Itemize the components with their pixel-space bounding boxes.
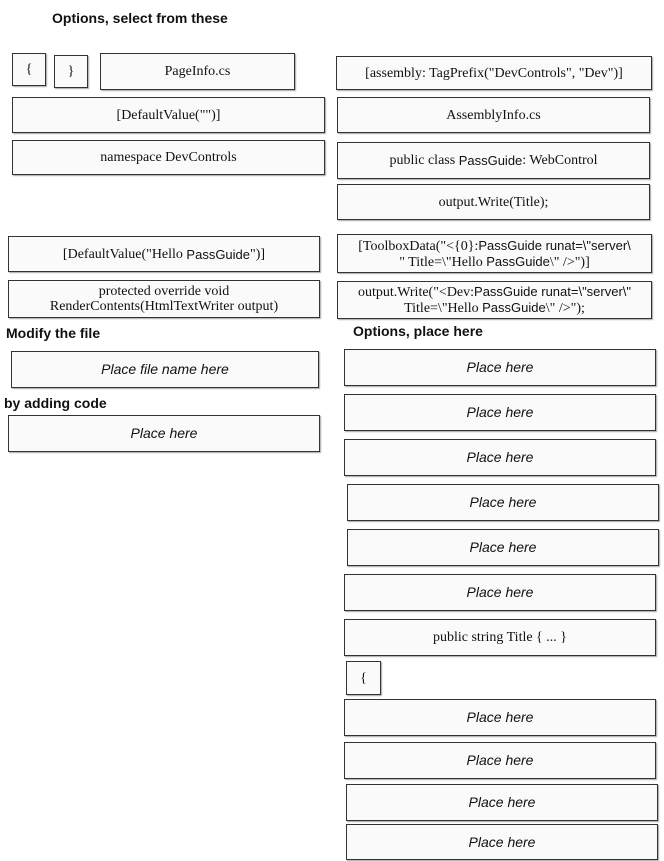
place-target-1[interactable]: Place here (344, 349, 656, 386)
place-target-3[interactable]: Place here (344, 439, 656, 476)
file-name-drop-target[interactable]: Place file name here (11, 351, 319, 388)
place-target-5[interactable]: Place here (347, 529, 659, 566)
default-hello-name: PassGuide (186, 246, 251, 262)
option-toolboxdata[interactable]: [ToolboxData("<{0}:PassGuide runat=\"ser… (337, 234, 652, 273)
option-tagprefix[interactable]: [assembly: TagPrefix("DevControls", "Dev… (336, 56, 652, 90)
class-name: PassGuide (458, 153, 523, 168)
fixed-public-string-title: public string Title { ... } (344, 619, 656, 656)
option-render-contents[interactable]: protected override void RenderContents(H… (8, 280, 320, 318)
toolbox-b: PassGuide runat=\"server\ (478, 237, 631, 253)
write-b: PassGuide runat=\"server\" (474, 284, 632, 299)
place-target-9[interactable]: Place here (346, 784, 658, 821)
code-drop-target[interactable]: Place here (8, 415, 320, 452)
place-here-heading: Options, place here (353, 323, 483, 339)
write-a: output.Write("<Dev: (357, 285, 475, 300)
render-line-2: RenderContents(HtmlTextWriter output) (49, 299, 279, 314)
default-hello-suffix: ")] (250, 246, 266, 262)
option-defaultvalue-empty[interactable]: [DefaultValue("")] (12, 97, 325, 133)
write-line-2: Title=\"Hello PassGuide\" />"); (404, 300, 585, 316)
write-d: PassGuide (482, 300, 546, 315)
option-namespace[interactable]: namespace DevControls (12, 140, 325, 175)
class-suffix: : WebControl (522, 153, 598, 168)
options-heading: Options, select from these (52, 10, 228, 26)
toolbox-d: PassGuide (486, 253, 550, 269)
place-target-7[interactable]: Place here (344, 699, 656, 736)
toolbox-line-1: [ToolboxData("<{0}:PassGuide runat=\"ser… (358, 238, 631, 254)
adding-code-heading: by adding code (4, 395, 107, 411)
option-pageinfo-cs[interactable]: PageInfo.cs (100, 53, 295, 90)
fixed-open-brace: { (346, 661, 381, 695)
option-open-brace[interactable]: { (12, 53, 46, 86)
place-target-10[interactable]: Place here (346, 824, 658, 860)
write-e: \" />"); (545, 301, 585, 316)
write-line-1: output.Write("<Dev:PassGuide runat=\"ser… (358, 284, 631, 300)
toolbox-line-2: " Title=\"Hello PassGuide\" />")] (399, 254, 590, 270)
option-output-write-title[interactable]: output.Write(Title); (337, 184, 650, 220)
toolbox-a: [ToolboxData("<{0}: (358, 238, 479, 254)
default-hello-prefix: [DefaultValue("Hello (62, 246, 187, 262)
option-defaultvalue-hello[interactable]: [DefaultValue("Hello PassGuide")] (8, 236, 320, 272)
class-prefix: public class (389, 153, 459, 168)
modify-file-heading: Modify the file (6, 325, 101, 341)
toolbox-e: \" />")] (549, 254, 590, 270)
toolbox-c: " Title=\"Hello (399, 254, 487, 270)
place-target-4[interactable]: Place here (347, 484, 659, 521)
option-public-class[interactable]: public class PassGuide: WebControl (337, 142, 650, 179)
place-target-8[interactable]: Place here (344, 742, 656, 779)
option-close-brace[interactable]: } (54, 55, 88, 88)
place-target-2[interactable]: Place here (344, 394, 656, 431)
place-target-6[interactable]: Place here (344, 574, 656, 611)
option-output-write-dev[interactable]: output.Write("<Dev:PassGuide runat=\"ser… (337, 281, 652, 319)
render-line-1: protected override void (98, 284, 230, 299)
option-assemblyinfo-cs[interactable]: AssemblyInfo.cs (337, 97, 650, 133)
write-c: Title=\"Hello (404, 301, 483, 316)
